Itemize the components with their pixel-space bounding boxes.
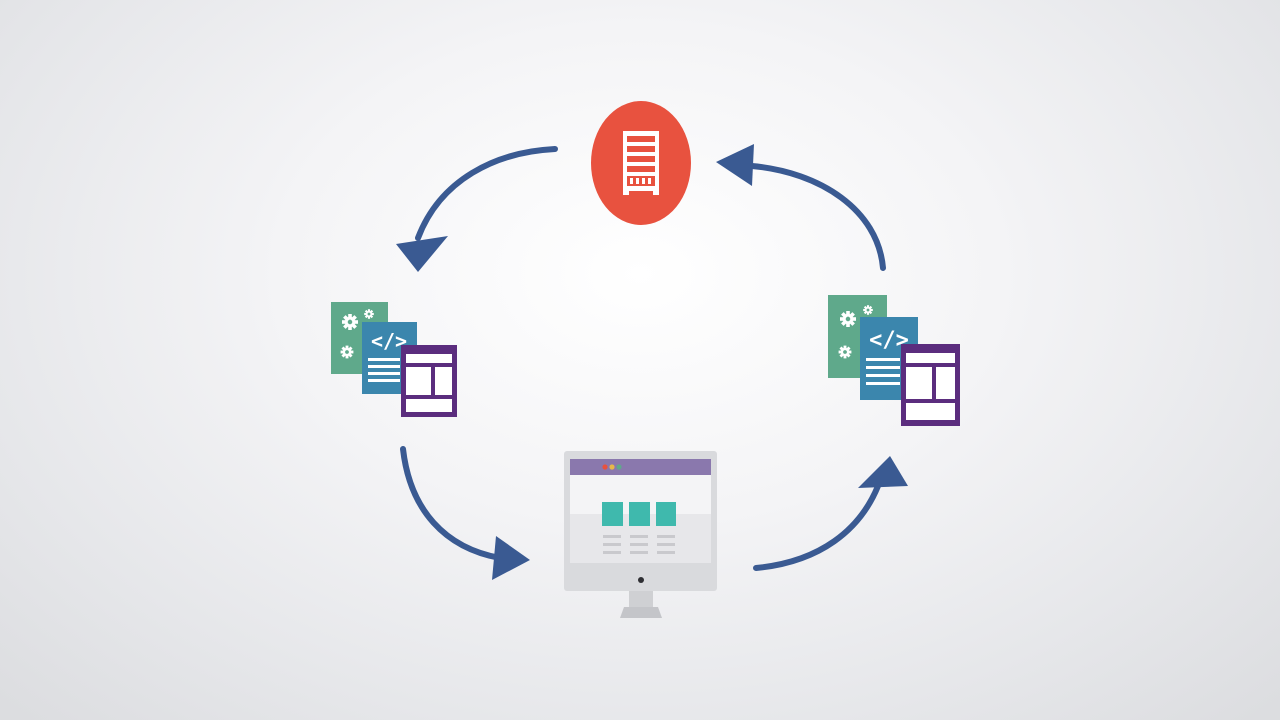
arrow-files-right-to-server: [716, 144, 886, 271]
browser-title-bar: [570, 459, 711, 475]
content-tile: [602, 502, 623, 526]
content-tile: [656, 502, 676, 526]
monitor-stand: [620, 607, 662, 618]
content-tile: [629, 502, 650, 526]
arrow-server-to-files-left: [396, 146, 558, 272]
layout-doc-icon: [401, 345, 457, 417]
browser-monitor-icon: [564, 451, 717, 618]
arrow-monitor-to-files-right: [753, 456, 908, 571]
window-dot-green: [616, 464, 622, 470]
window-dot-yellow: [609, 464, 615, 470]
web-files-left: </>: [331, 302, 457, 417]
layout-doc-icon: [901, 344, 960, 426]
arrow-files-left-to-monitor: [400, 446, 530, 580]
power-button: [638, 577, 644, 583]
server-node: [591, 101, 691, 225]
monitor-neck: [629, 591, 653, 607]
window-dot-red: [602, 464, 608, 470]
web-files-right: </>: [828, 295, 960, 426]
server-icon: [623, 131, 659, 195]
